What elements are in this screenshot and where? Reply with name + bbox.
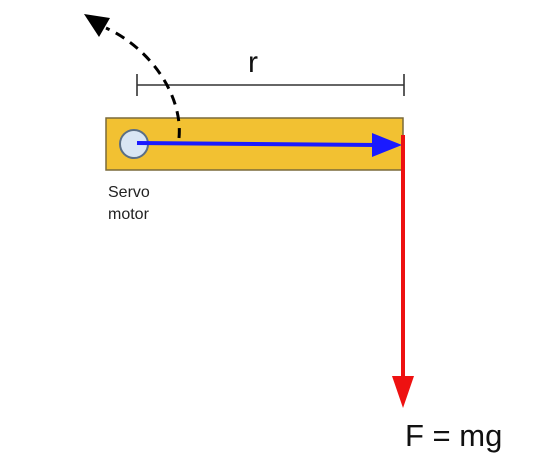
force-equation-label: F = mg	[405, 418, 503, 453]
servo-motor-label-line2: motor	[108, 206, 149, 223]
servo-motor-label: Servo motor	[108, 182, 188, 226]
radius-label: r	[248, 46, 258, 79]
radius-vector-arrow	[136, 133, 402, 157]
radius-dimension-line	[136, 74, 405, 96]
force-vector-arrow	[392, 135, 414, 408]
rotation-direction-arrow	[84, 14, 181, 139]
servo-motor-label-line1: Servo	[108, 184, 150, 201]
